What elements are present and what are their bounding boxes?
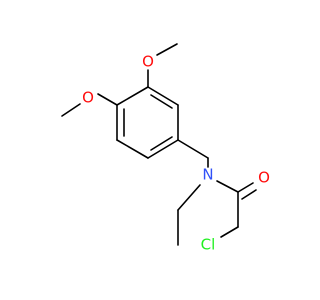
bond-carbonyl-double-1	[237, 182, 254, 193]
molecule-structure: O O N O Cl	[61, 43, 270, 254]
bond-ring-inner-2	[150, 136, 173, 151]
atom-cl: Cl	[201, 236, 216, 254]
bond-o-upper-methyl	[156, 43, 178, 56]
bond-o-left-methyl	[61, 103, 81, 117]
atom-n: N	[202, 166, 213, 184]
bond-ring-ch2	[177, 139, 209, 159]
bond-ring-c3-c4	[147, 139, 179, 159]
bond-ch2-cl	[220, 226, 239, 238]
bond-n-carbonyl	[216, 180, 239, 193]
bond-ring-inner-1	[150, 94, 173, 109]
bond-ring-c4-c5	[116, 139, 149, 159]
bond-carbonyl-double-2	[241, 189, 257, 200]
bond-ring-c1-c2	[147, 86, 179, 106]
bond-ring-o-left	[97, 93, 118, 106]
bond-n-ethyl-ch2	[177, 184, 201, 211]
bond-ring-c6-c1	[116, 86, 149, 106]
atom-o-left: O	[82, 89, 94, 107]
atom-o-carbonyl: O	[258, 169, 270, 187]
atom-o-upper: O	[142, 53, 154, 71]
